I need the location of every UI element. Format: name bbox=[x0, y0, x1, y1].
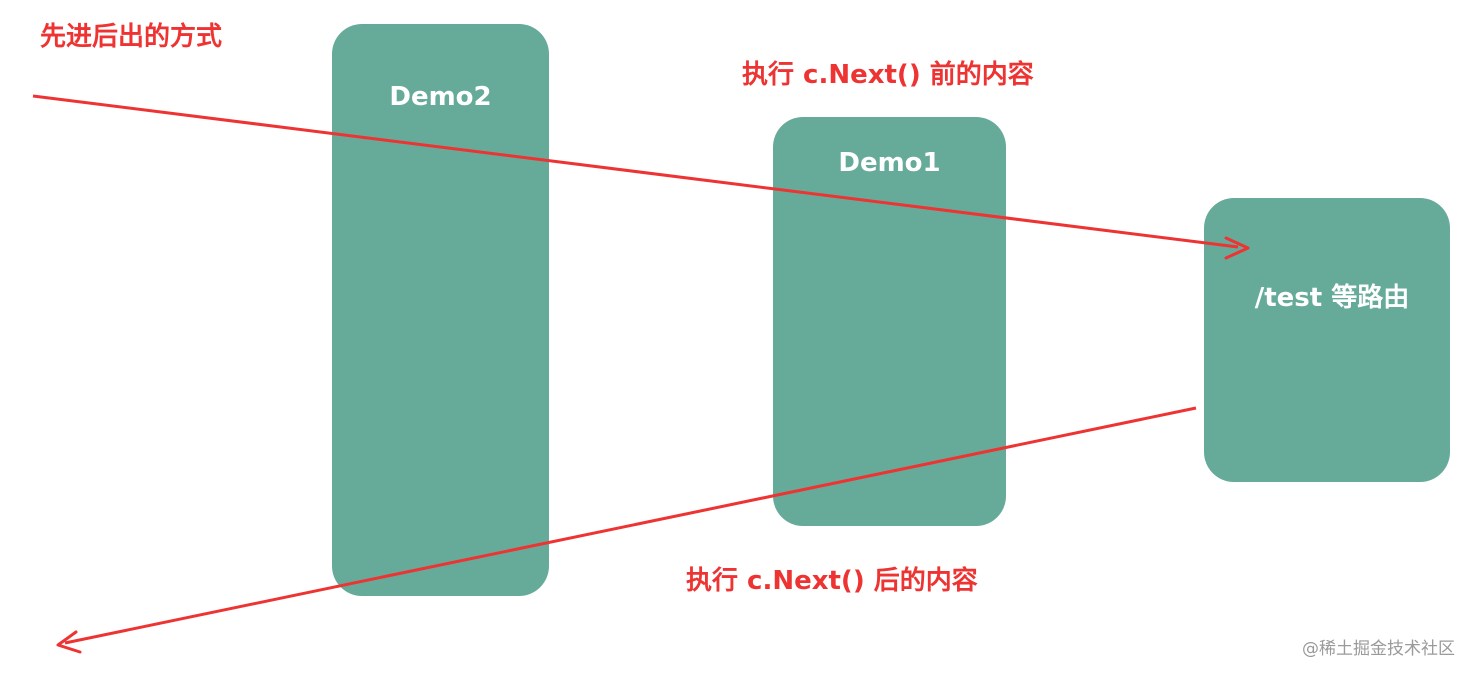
after-next-label: 执行 c.Next() 后的内容 bbox=[686, 566, 978, 596]
demo1-block: Demo1 bbox=[773, 117, 1006, 526]
demo2-block: Demo2 bbox=[332, 24, 549, 596]
return-arrow bbox=[56, 406, 1197, 654]
lifo-label: 先进后出的方式 bbox=[40, 22, 223, 52]
route-block: /test 等路由 bbox=[1204, 198, 1450, 482]
route-label: /test 等路由 bbox=[1254, 283, 1410, 313]
forward-arrow bbox=[32, 94, 1250, 260]
before-next-label: 执行 c.Next() 前的内容 bbox=[742, 60, 1034, 90]
demo1-label: Demo1 bbox=[838, 148, 941, 178]
watermark: @稀土掘金技术社区 bbox=[1302, 639, 1455, 659]
demo2-label: Demo2 bbox=[389, 82, 492, 112]
